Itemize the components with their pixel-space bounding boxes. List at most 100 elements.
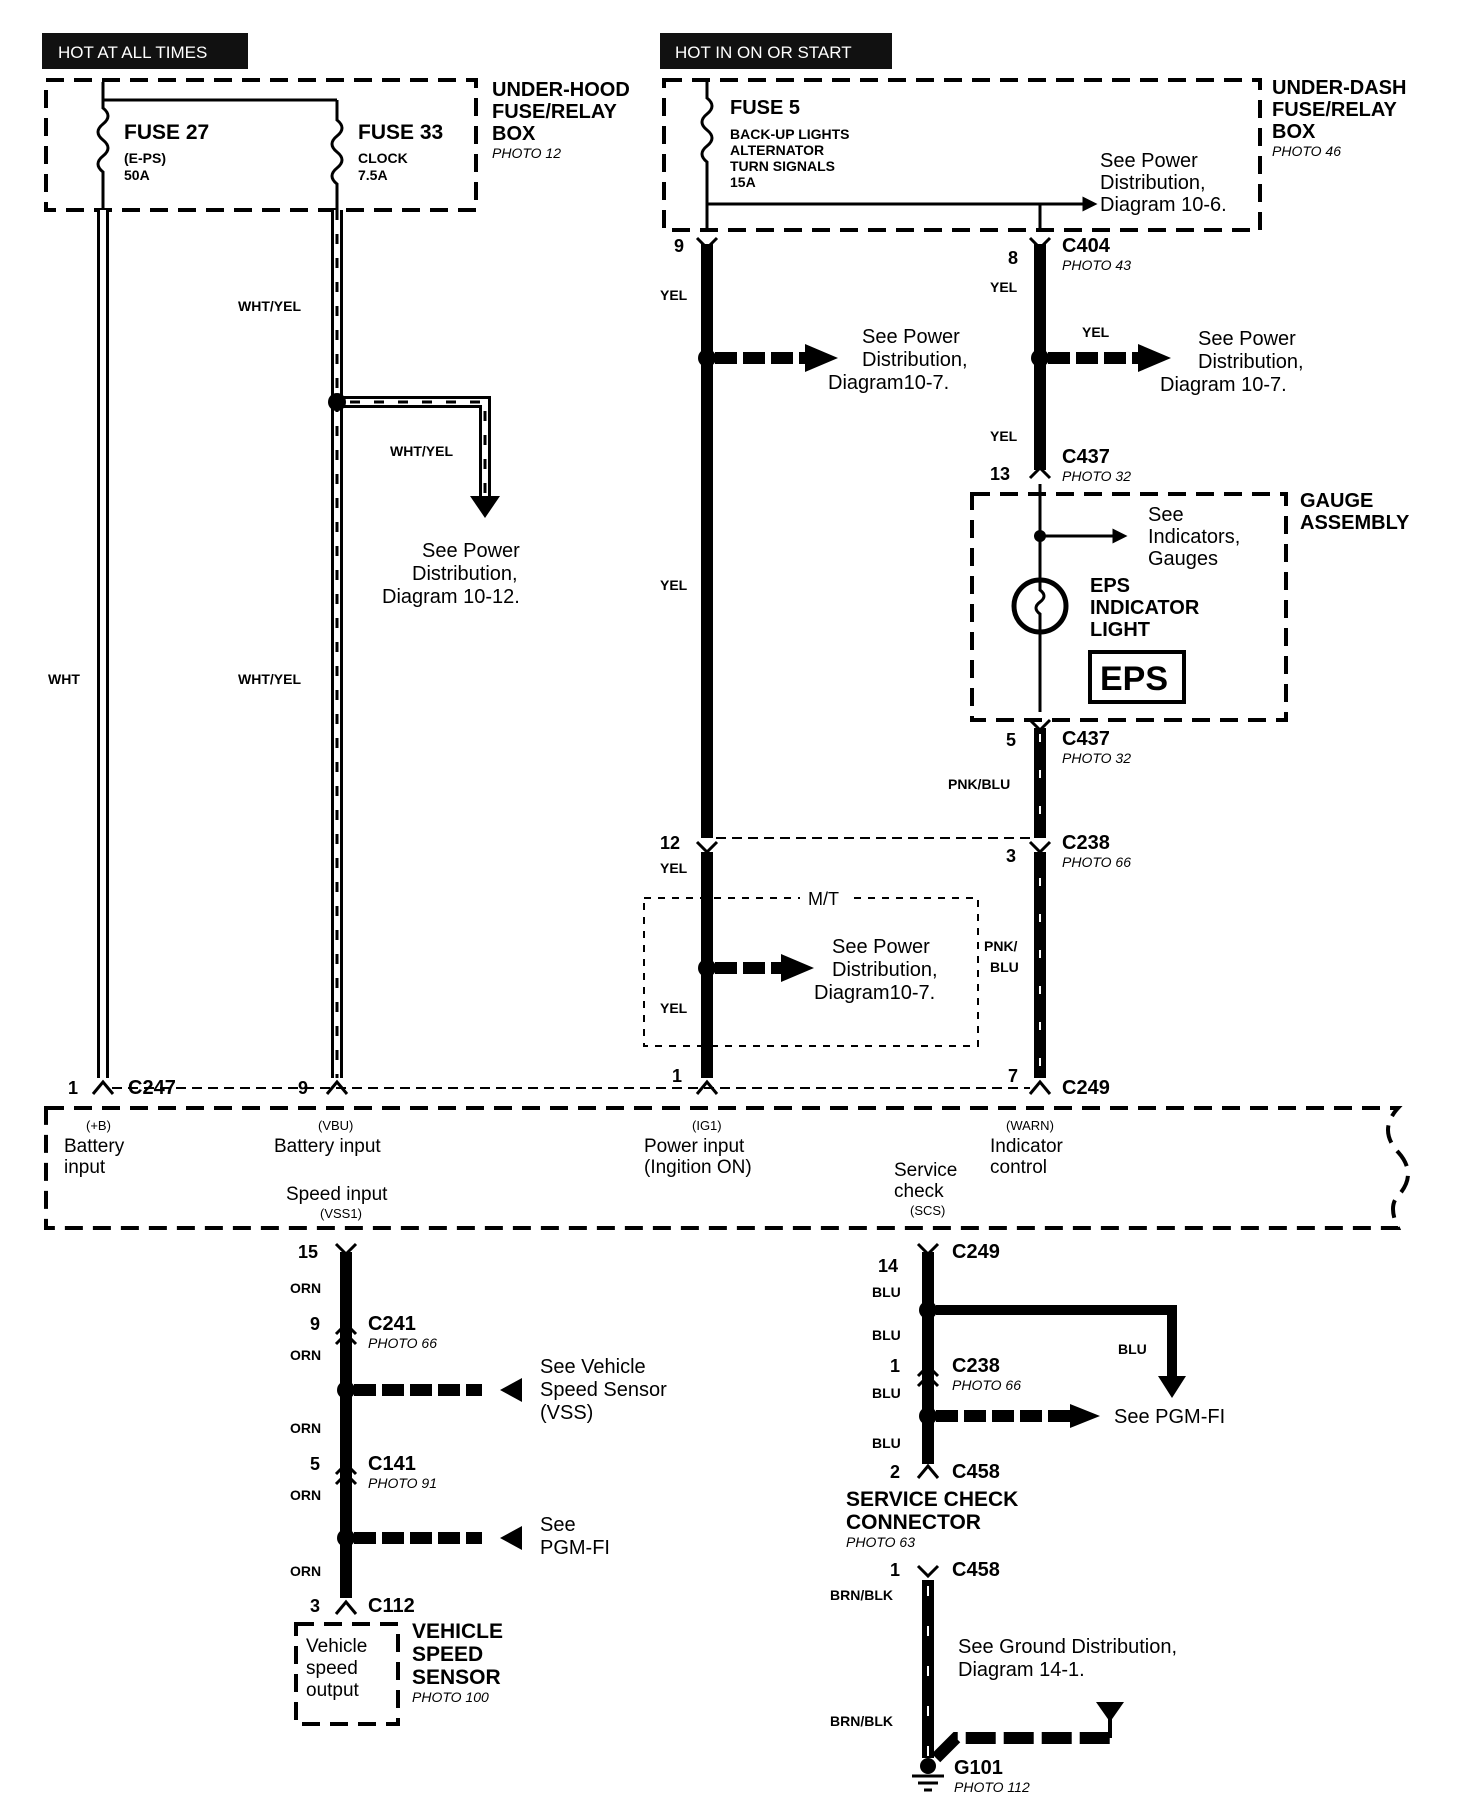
svg-text:9: 9 — [310, 1314, 320, 1334]
svg-text:Power input: Power input — [644, 1136, 745, 1157]
branch-indicators: See Indicators, Gauges — [1034, 504, 1240, 570]
eps-control-unit-box — [44, 1106, 1410, 1230]
eps-indicator-bulb — [1011, 577, 1069, 635]
svg-text:Distribution,: Distribution, — [832, 959, 938, 981]
svg-text:(E-PS): (E-PS) — [124, 150, 166, 166]
svg-text:PHOTO 46: PHOTO 46 — [1272, 143, 1341, 159]
ecu-vbu-input: (VBU) Battery input — [274, 1118, 381, 1157]
branch-pgm-a: See PGM-FI — [337, 1514, 610, 1559]
underhood-box-title: UNDER-HOOD FUSE/RELAY BOX PHOTO 12 — [492, 79, 630, 161]
svg-text:Distribution,: Distribution, — [1198, 351, 1304, 373]
svg-text:UNDER-HOOD: UNDER-HOOD — [492, 79, 630, 101]
eps-indicator-label: EPS INDICATOR LIGHT — [1090, 575, 1200, 641]
underdash-box-title: UNDER-DASH FUSE/RELAY BOX PHOTO 46 — [1272, 77, 1406, 159]
mt-box — [643, 897, 979, 1047]
svg-text:See: See — [540, 1514, 576, 1536]
svg-text:7: 7 — [1008, 1066, 1018, 1086]
svg-text:C404: C404 — [1062, 235, 1111, 257]
svg-text:See Power: See Power — [1198, 328, 1296, 350]
svg-text:See Power: See Power — [1100, 150, 1198, 172]
svg-text:PHOTO 112: PHOTO 112 — [954, 1779, 1030, 1795]
svg-text:(VSS): (VSS) — [540, 1402, 593, 1424]
branch-vss: See Vehicle Speed Sensor (VSS) — [337, 1356, 667, 1424]
svg-text:BLU: BLU — [872, 1284, 901, 1300]
svg-text:Diagram 10-6.: Diagram 10-6. — [1100, 194, 1227, 216]
svg-text:BLU: BLU — [872, 1327, 901, 1343]
svg-text:FUSE 5: FUSE 5 — [730, 97, 800, 119]
eps-badge: EPS — [1088, 650, 1186, 704]
svg-text:7.5A: 7.5A — [358, 167, 388, 183]
wire-brn-blk: BRN/BLK BRN/BLK — [830, 1580, 934, 1758]
gauge-assembly-title: GAUGE ASSEMBLY — [1300, 490, 1410, 534]
ecu-battery-input: (+B) Battery input — [64, 1118, 125, 1178]
svg-text:C437: C437 — [1062, 446, 1110, 468]
svg-text:(IG1): (IG1) — [692, 1118, 722, 1133]
svg-text:INDICATOR: INDICATOR — [1090, 597, 1200, 619]
svg-text:WHT: WHT — [48, 671, 80, 687]
svg-text:8: 8 — [1008, 248, 1018, 268]
svg-text:YEL: YEL — [1082, 324, 1110, 340]
ground-g101-icon — [912, 1758, 944, 1792]
svg-text:15A: 15A — [730, 174, 756, 190]
svg-text:speed: speed — [306, 1658, 358, 1679]
connector-c458-lower: 1 C458 — [890, 1559, 1000, 1581]
svg-text:Indicator: Indicator — [990, 1136, 1064, 1157]
wire-wht: WHT — [48, 210, 109, 1078]
svg-text:1: 1 — [890, 1356, 900, 1376]
hot-in-on-tag: HOT IN ON OR START — [660, 33, 892, 69]
svg-text:1: 1 — [672, 1066, 682, 1086]
svg-text:G101: G101 — [954, 1757, 1003, 1779]
wire-blu: BLU BLU BLU BLU BLU — [872, 1252, 1147, 1464]
ref-power-10-6: See Power Distribution, Diagram 10-6. — [1100, 150, 1227, 216]
fuse-5: FUSE 5 BACK-UP LIGHTS ALTERNATOR TURN SI… — [700, 82, 850, 228]
ecu-power-input: (IG1) Power input (Ingition ON) — [644, 1118, 752, 1178]
vss-output-box — [294, 1622, 400, 1726]
svg-text:Diagram10-7.: Diagram10-7. — [814, 982, 935, 1004]
connector-c238-lower: 1 C238 PHOTO 66 — [890, 1355, 1021, 1393]
svg-text:control: control — [990, 1157, 1047, 1178]
svg-text:PHOTO 32: PHOTO 32 — [1062, 468, 1131, 484]
svg-text:(Ingition ON): (Ingition ON) — [644, 1157, 752, 1178]
svg-text:5: 5 — [310, 1454, 320, 1474]
svg-text:VEHICLE: VEHICLE — [412, 1620, 503, 1643]
svg-text:EPS: EPS — [1100, 660, 1168, 698]
svg-text:12: 12 — [660, 833, 680, 853]
ecu-indicator-control: (WARN) Indicator control — [990, 1118, 1064, 1178]
svg-text:BLU: BLU — [872, 1435, 901, 1451]
svg-text:PGM-FI: PGM-FI — [540, 1537, 610, 1559]
svg-text:See Power: See Power — [832, 936, 930, 958]
svg-text:WHT/YEL: WHT/YEL — [238, 298, 301, 314]
svg-text:ORN: ORN — [290, 1420, 321, 1436]
svg-text:ORN: ORN — [290, 1563, 321, 1579]
svg-text:C141: C141 — [368, 1453, 416, 1475]
svg-text:C249: C249 — [1062, 1077, 1110, 1099]
svg-text:HOT IN ON OR START: HOT IN ON OR START — [675, 43, 852, 62]
svg-text:See Ground Distribution,: See Ground Distribution, — [958, 1636, 1177, 1658]
svg-text:SERVICE CHECK: SERVICE CHECK — [846, 1488, 1018, 1511]
svg-text:PHOTO 63: PHOTO 63 — [846, 1534, 915, 1550]
svg-text:Battery input: Battery input — [274, 1136, 381, 1157]
pin-5-c437: 5 C437 PHOTO 32 — [1006, 718, 1131, 766]
svg-text:BRN/BLK: BRN/BLK — [830, 1587, 893, 1603]
svg-text:PHOTO 43: PHOTO 43 — [1062, 257, 1131, 273]
svg-text:See PGM-FI: See PGM-FI — [1114, 1406, 1225, 1428]
vehicle-speed-sensor-title: VEHICLE SPEED SENSOR PHOTO 100 — [412, 1620, 503, 1705]
ref-power-10-12: See Power Distribution, Diagram 10-12. — [382, 540, 520, 608]
svg-text:14: 14 — [878, 1256, 898, 1276]
svg-text:ORN: ORN — [290, 1280, 321, 1296]
svg-text:BLU: BLU — [872, 1385, 901, 1401]
svg-text:PHOTO 66: PHOTO 66 — [952, 1377, 1021, 1393]
svg-text:ASSEMBLY: ASSEMBLY — [1300, 512, 1410, 534]
svg-text:See Power: See Power — [422, 540, 520, 562]
hot-at-all-times-tag: HOT AT ALL TIMES — [42, 33, 248, 69]
wire-yel-ig1: YEL YEL YEL YEL — [660, 244, 713, 1078]
svg-text:PHOTO 32: PHOTO 32 — [1062, 750, 1131, 766]
connector-c112: 3 C112 — [310, 1595, 415, 1617]
svg-text:C458: C458 — [952, 1559, 1000, 1581]
branch-blu-down — [919, 1301, 1186, 1398]
svg-text:Indicators,: Indicators, — [1148, 526, 1240, 548]
svg-text:C112: C112 — [368, 1595, 415, 1617]
svg-text:C437: C437 — [1062, 728, 1110, 750]
underdash-fuse-box — [662, 78, 1262, 232]
svg-text:(+B): (+B) — [86, 1118, 111, 1133]
